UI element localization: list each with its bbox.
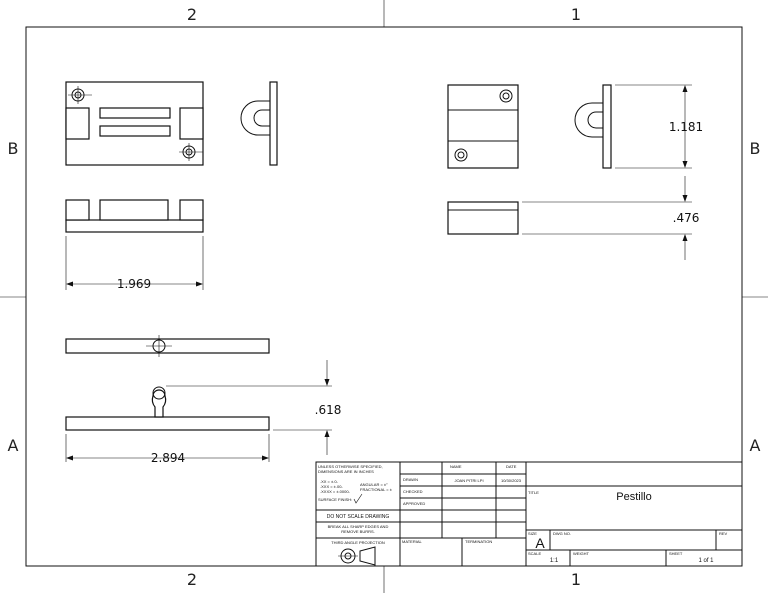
tb-size-label: SIZE [528,531,537,536]
tb-row-approved: APPROVED [403,501,425,506]
zone-label-top-2: 2 [187,5,197,24]
tb-projection: THIRD ANGLE PROJECTION [331,540,385,545]
tb-surface-finish: SURFACE FINISH: [318,497,352,502]
tb-break-edges-2: REMOVE BURRS. [341,529,375,534]
tb-unless-2: DIMENSIONS ARE IN INCHES [318,469,374,474]
zone-label-left-a: A [8,436,19,455]
tb-col-name: NAME [450,464,462,469]
zone-label-right-a: A [750,436,761,455]
tb-tol-angular: ANGULAR = ±° [360,482,388,487]
tb-scale-value: 1:1 [550,558,559,564]
front-view [65,199,204,290]
bottom-view-right [447,176,692,260]
tb-weight-label: WEIGHT [573,551,590,556]
tb-scale-label: SCALE [528,551,541,556]
tb-drawn-date: 10/30/2023 [501,478,522,483]
knob-view-right [574,84,692,169]
tb-row-checked: CHECKED [403,489,423,494]
tb-title-value: Pestillo [616,491,651,503]
tb-sheet-label: SHEET [669,551,683,556]
dim-length-side: 2.894 [151,451,185,465]
zone-label-left-b: B [8,139,19,158]
tb-unless-1: UNLESS OTHERWISE SPECIFIED, [318,464,383,469]
dim-width-top-view: 1.969 [117,277,151,291]
side-view-right [447,84,519,169]
zone-label-right-b: B [750,139,761,158]
dim-height-right-view: 1.181 [669,120,703,134]
tb-finish-label: TERMINATION [465,539,492,544]
zone-label-bottom-2: 2 [187,570,197,589]
tb-col-date: DATE [506,464,517,469]
top-view [65,81,204,166]
tb-rev-label: REV [719,531,728,536]
dim-thickness-right-view: .476 [673,211,700,225]
tb-size-value: A [535,535,545,551]
zone-label-top-1: 1 [571,5,581,24]
long-side-view [65,360,332,462]
dim-height-knob: .618 [315,403,342,417]
tb-break-edges-1: BREAK ALL SHARP EDGES AND [328,524,389,529]
tb-do-not-scale: DO NOT SCALE DRAWING [327,514,390,520]
long-top-view [65,335,270,357]
title-block [315,461,743,567]
tb-row-drawn: DRAWN [403,477,418,482]
knob-view-left [240,81,278,166]
surface-finish-icon [353,493,363,504]
tb-dwg-no-label: DWG NO. [553,531,571,536]
tb-tol-xxx: .XXX = ±.00- [320,484,343,489]
tb-title-label: TITLE [528,490,539,495]
tb-tol-xx: .XX = ±.0- [320,479,339,484]
tb-sheet-value: 1 of 1 [698,558,714,564]
tb-drawn-name: JOAN PITRI LPI [454,478,483,483]
tb-tol-fractional: FRACTIONAL = ± [360,487,393,492]
third-angle-projection-icon [338,546,376,566]
tb-material-label: MATERIAL [402,539,422,544]
tb-tol-xxxx: .XXXX = ±.0000- [320,489,351,494]
zone-label-bottom-1: 1 [571,570,581,589]
